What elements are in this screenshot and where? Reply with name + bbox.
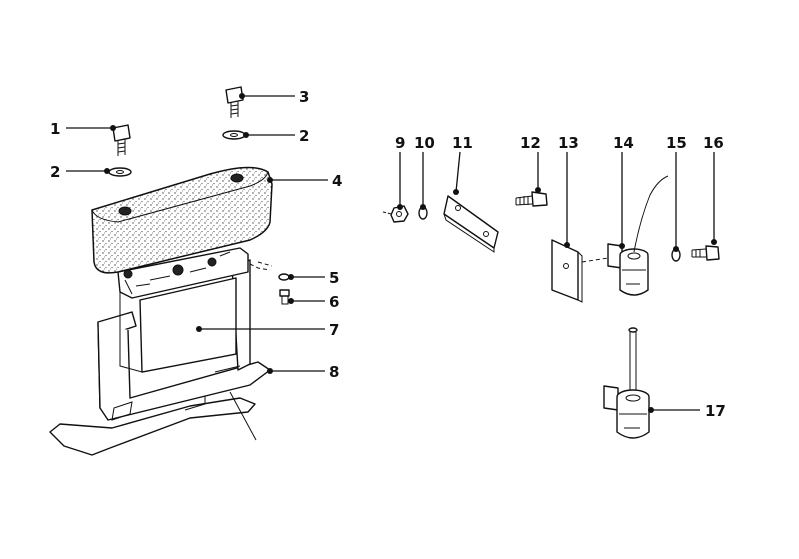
screw-6-drawing [279,289,290,305]
regulator-cover-drawing [91,166,273,274]
callout-2-left: 2 [50,163,60,181]
callout-7: 7 [329,321,339,339]
callout-13: 13 [558,134,579,152]
condenser-17-drawing [603,327,650,439]
callout-14: 14 [613,134,634,152]
washer-2b-drawing [222,130,246,140]
condenser-14-drawing [581,175,669,296]
bolt-3-drawing [225,86,244,118]
nut-9-drawing [382,205,409,223]
callout-6: 6 [329,293,339,311]
callout-labels: 1 2 3 2 4 5 6 7 8 9 10 11 12 13 14 15 16… [50,88,726,420]
plate-11-drawing [443,195,499,253]
callout-1: 1 [50,120,60,138]
regulator-base-drawing [117,247,249,373]
callout-11: 11 [452,134,473,152]
callout-17: 17 [705,402,726,420]
washer-2a-drawing [108,167,132,177]
plate-13-drawing [551,239,583,303]
callout-10: 10 [414,134,435,152]
callout-5: 5 [329,269,339,287]
callout-2-right: 2 [299,127,309,145]
screw-12-drawing [515,191,548,207]
bolt-1-drawing [112,124,131,156]
mounting-bracket-drawing [49,259,271,456]
callout-8: 8 [329,363,339,381]
callout-12: 12 [520,134,541,152]
callout-16: 16 [703,134,724,152]
callout-3: 3 [299,88,309,106]
callout-9: 9 [395,134,405,152]
screw-16-drawing [691,245,720,261]
callout-15: 15 [666,134,687,152]
leader-lines [66,93,717,413]
callout-4: 4 [332,172,342,190]
washer-5-drawing [278,273,290,281]
